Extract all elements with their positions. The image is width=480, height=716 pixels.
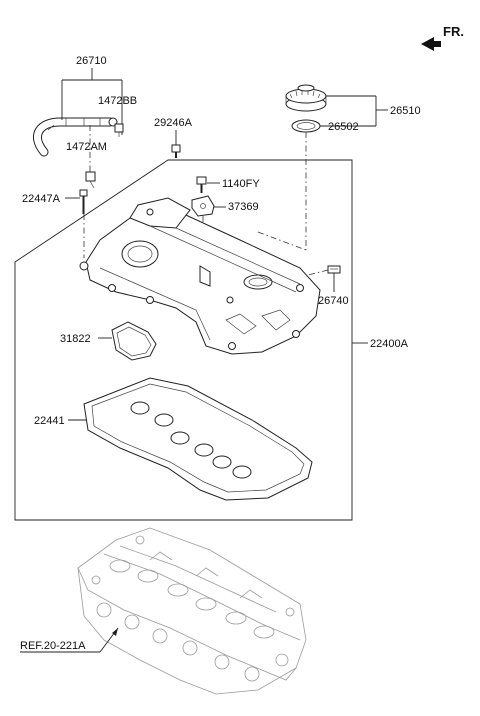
bracket-37369-part xyxy=(191,195,215,217)
label-22441: 22441 xyxy=(34,415,65,427)
plug-gasket-part xyxy=(111,321,157,361)
ref-prefix: REF. xyxy=(20,640,44,652)
cylinder-head-reference xyxy=(77,527,307,695)
ref-label: REF.20-221A xyxy=(20,640,86,652)
label-29246A: 29246A xyxy=(154,117,193,129)
cap-seal-part xyxy=(291,119,321,133)
label-1472AM: 1472AM xyxy=(66,141,107,153)
ref-number: 20-221A xyxy=(44,640,86,652)
label-26502: 26502 xyxy=(328,121,359,133)
label-1472BB: 1472BB xyxy=(98,95,137,107)
label-1140FY: 1140FY xyxy=(222,178,260,190)
label-26740: 26740 xyxy=(318,295,349,307)
orientation-label: FR. xyxy=(443,24,464,39)
bolt-1140fy-part xyxy=(196,176,207,193)
label-37369: 37369 xyxy=(228,201,259,213)
oil-cap-part xyxy=(285,84,327,112)
clip-1472am-part xyxy=(85,171,96,189)
front-arrow-icon xyxy=(421,37,441,51)
label-31822: 31822 xyxy=(60,333,91,345)
sensor-29246a-part xyxy=(171,144,181,158)
label-26710: 26710 xyxy=(76,55,107,67)
pcv-valve-part xyxy=(327,265,341,274)
clip-1472bb-part xyxy=(114,123,124,137)
stud-bolt-part xyxy=(79,189,88,214)
label-22400A: 22400A xyxy=(370,338,409,350)
label-22447A: 22447A xyxy=(22,193,61,205)
label-26510: 26510 xyxy=(390,105,421,117)
assembly-boundary xyxy=(14,159,353,521)
ref-arrow-icon xyxy=(112,628,118,636)
cover-gasket-part xyxy=(83,377,313,501)
rocker-cover-part xyxy=(79,197,321,355)
